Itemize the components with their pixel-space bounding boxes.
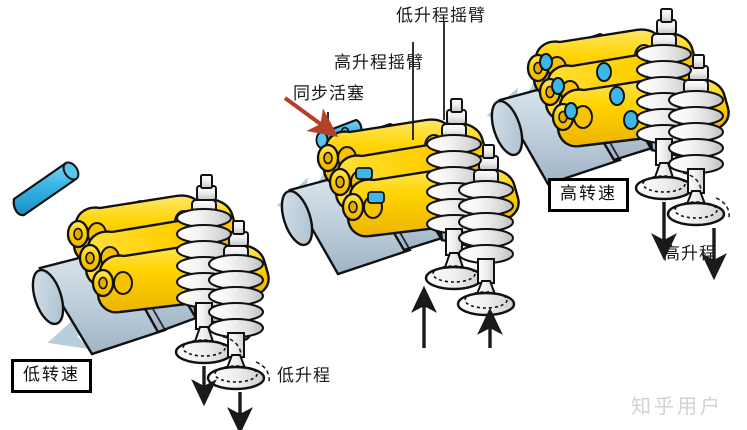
sync-pin-engaged-3 xyxy=(564,102,578,120)
sync-pin-engaged-1 xyxy=(539,53,553,71)
label-high-lift-rocker: 高升程摇臂 xyxy=(334,53,424,73)
valve-rotation-hint-high-1 xyxy=(682,172,702,191)
sync-pin-engaged-4 xyxy=(609,86,625,106)
label-high-lift: 高升程 xyxy=(663,244,717,264)
label-high-rpm-box: 高转速 xyxy=(548,178,629,212)
valve-rotation-hint-low-1 xyxy=(222,336,242,355)
stage-transition-assembly xyxy=(276,98,520,348)
label-low-lift-rocker: 低升程摇臂 xyxy=(396,6,486,26)
valve-assembly-mid-2 xyxy=(456,169,516,317)
label-low-rpm-box: 低转速 xyxy=(11,359,92,393)
stage-low-rpm-assembly xyxy=(12,161,270,430)
sync-piston-pointer-arrow xyxy=(283,96,339,137)
label-sync-piston: 同步活塞 xyxy=(293,84,365,104)
sync-pin-engaged-5 xyxy=(596,62,612,82)
valve-spring-low-2 xyxy=(208,254,264,338)
valve-assembly-high-2 xyxy=(666,79,726,227)
sync-piston-disengaged xyxy=(12,161,80,217)
sync-pin-engaged-2 xyxy=(551,77,565,95)
label-low-lift: 低升程 xyxy=(277,366,331,386)
sync-pin-engaged-6 xyxy=(623,110,639,130)
valve-rotation-hint-low-2 xyxy=(255,361,270,383)
valve-adjuster-screws-mid xyxy=(446,98,499,171)
valve-assembly-low-2 xyxy=(206,245,266,391)
watermark: 知乎用户 xyxy=(631,394,723,418)
valve-rotation-hint-high-2 xyxy=(715,197,730,219)
valve-adjuster-screws-high xyxy=(656,8,709,81)
stage-high-rpm-assembly xyxy=(486,8,730,281)
